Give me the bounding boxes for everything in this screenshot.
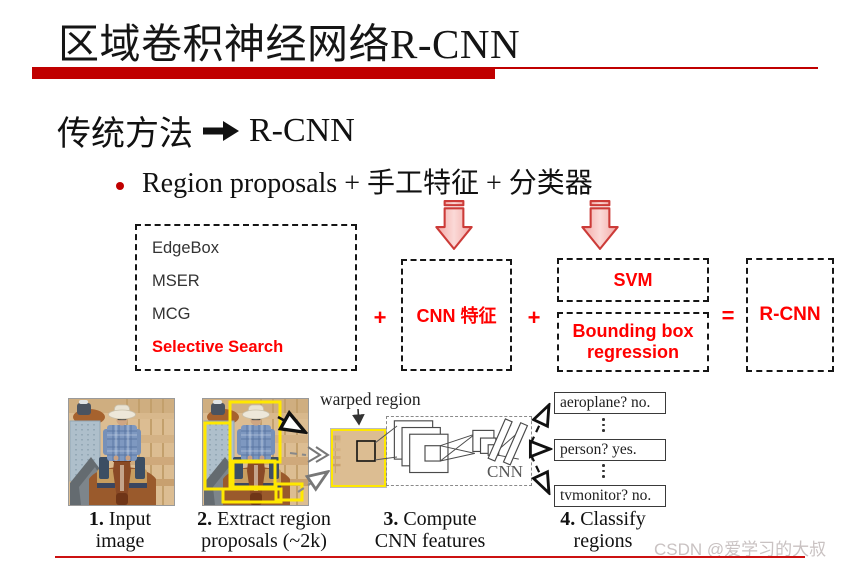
step-caption-3: 3. Compute CNN features — [374, 508, 486, 552]
chevron-icon — [307, 446, 322, 463]
proposal-method: MCG — [152, 305, 191, 323]
proposal-method: MSER — [152, 272, 200, 290]
bounding-box-regression-box: Bounding box regression — [557, 312, 709, 372]
cnn-to-class-arrow — [530, 454, 548, 491]
proposal-method-highlighted: Selective Search — [152, 338, 284, 356]
watermark: CSDN @爱学习的大叔 — [654, 540, 827, 559]
bbox-line1: Bounding box — [572, 321, 694, 341]
subtitle-prefix: 传统方法 — [57, 116, 193, 153]
input-image — [68, 398, 175, 506]
down-arrow-icon — [435, 200, 473, 251]
chevron-icon — [315, 446, 330, 463]
down-arrow-icon — [581, 200, 619, 251]
warped-region-label: warped region — [320, 389, 421, 409]
step-caption-1: 1. Input image — [88, 508, 152, 552]
bottom-rule — [55, 556, 805, 558]
right-arrow-icon — [203, 120, 239, 141]
step-number: 1. — [88, 508, 104, 530]
region-proposal-methods-box: EdgeBox MSER MCG Selective Search — [135, 224, 357, 371]
subtitle-suffix: R-CNN — [249, 111, 355, 149]
class-output-tvmonitor: tvmonitor? no. — [554, 485, 666, 507]
step-number: 3. — [383, 508, 399, 530]
bullet-icon — [116, 182, 124, 190]
cnn-label: CNN — [487, 462, 523, 481]
page-title: 区域卷积神经网络R-CNN — [58, 21, 521, 67]
bullet-text: Region proposals + 手工特征 + 分类器 — [142, 168, 593, 199]
class-output-person: person? yes. — [554, 439, 666, 461]
step-number: 4. — [560, 508, 576, 530]
step-number: 2. — [197, 508, 213, 530]
section-heading: 传统方法 R-CNN — [57, 106, 355, 155]
vertical-dots-icon — [602, 418, 605, 432]
rcnn-result-box: R-CNN — [746, 258, 834, 372]
proposal-method: EdgeBox — [152, 239, 219, 257]
warped-region-image — [331, 429, 386, 487]
plus-operator: + — [373, 305, 387, 330]
region-proposals-image — [202, 398, 309, 506]
plus-operator: + — [527, 305, 541, 330]
step-caption-4: 4. Classify regions — [560, 508, 646, 552]
svm-box: SVM — [557, 258, 709, 302]
cnn-to-class-arrow — [530, 407, 548, 444]
class-output-aeroplane: aeroplane? no. — [554, 392, 666, 414]
step-caption-2: 2. Extract region proposals (~2k) — [197, 508, 331, 552]
warped-pointer-arrow — [351, 408, 365, 426]
title-underline-thick — [32, 67, 495, 79]
vertical-dots-icon — [602, 464, 605, 478]
bbox-line2: regression — [586, 342, 680, 362]
cnn-feature-box: CNN 特征 — [401, 259, 512, 371]
equals-operator: = — [721, 303, 735, 328]
